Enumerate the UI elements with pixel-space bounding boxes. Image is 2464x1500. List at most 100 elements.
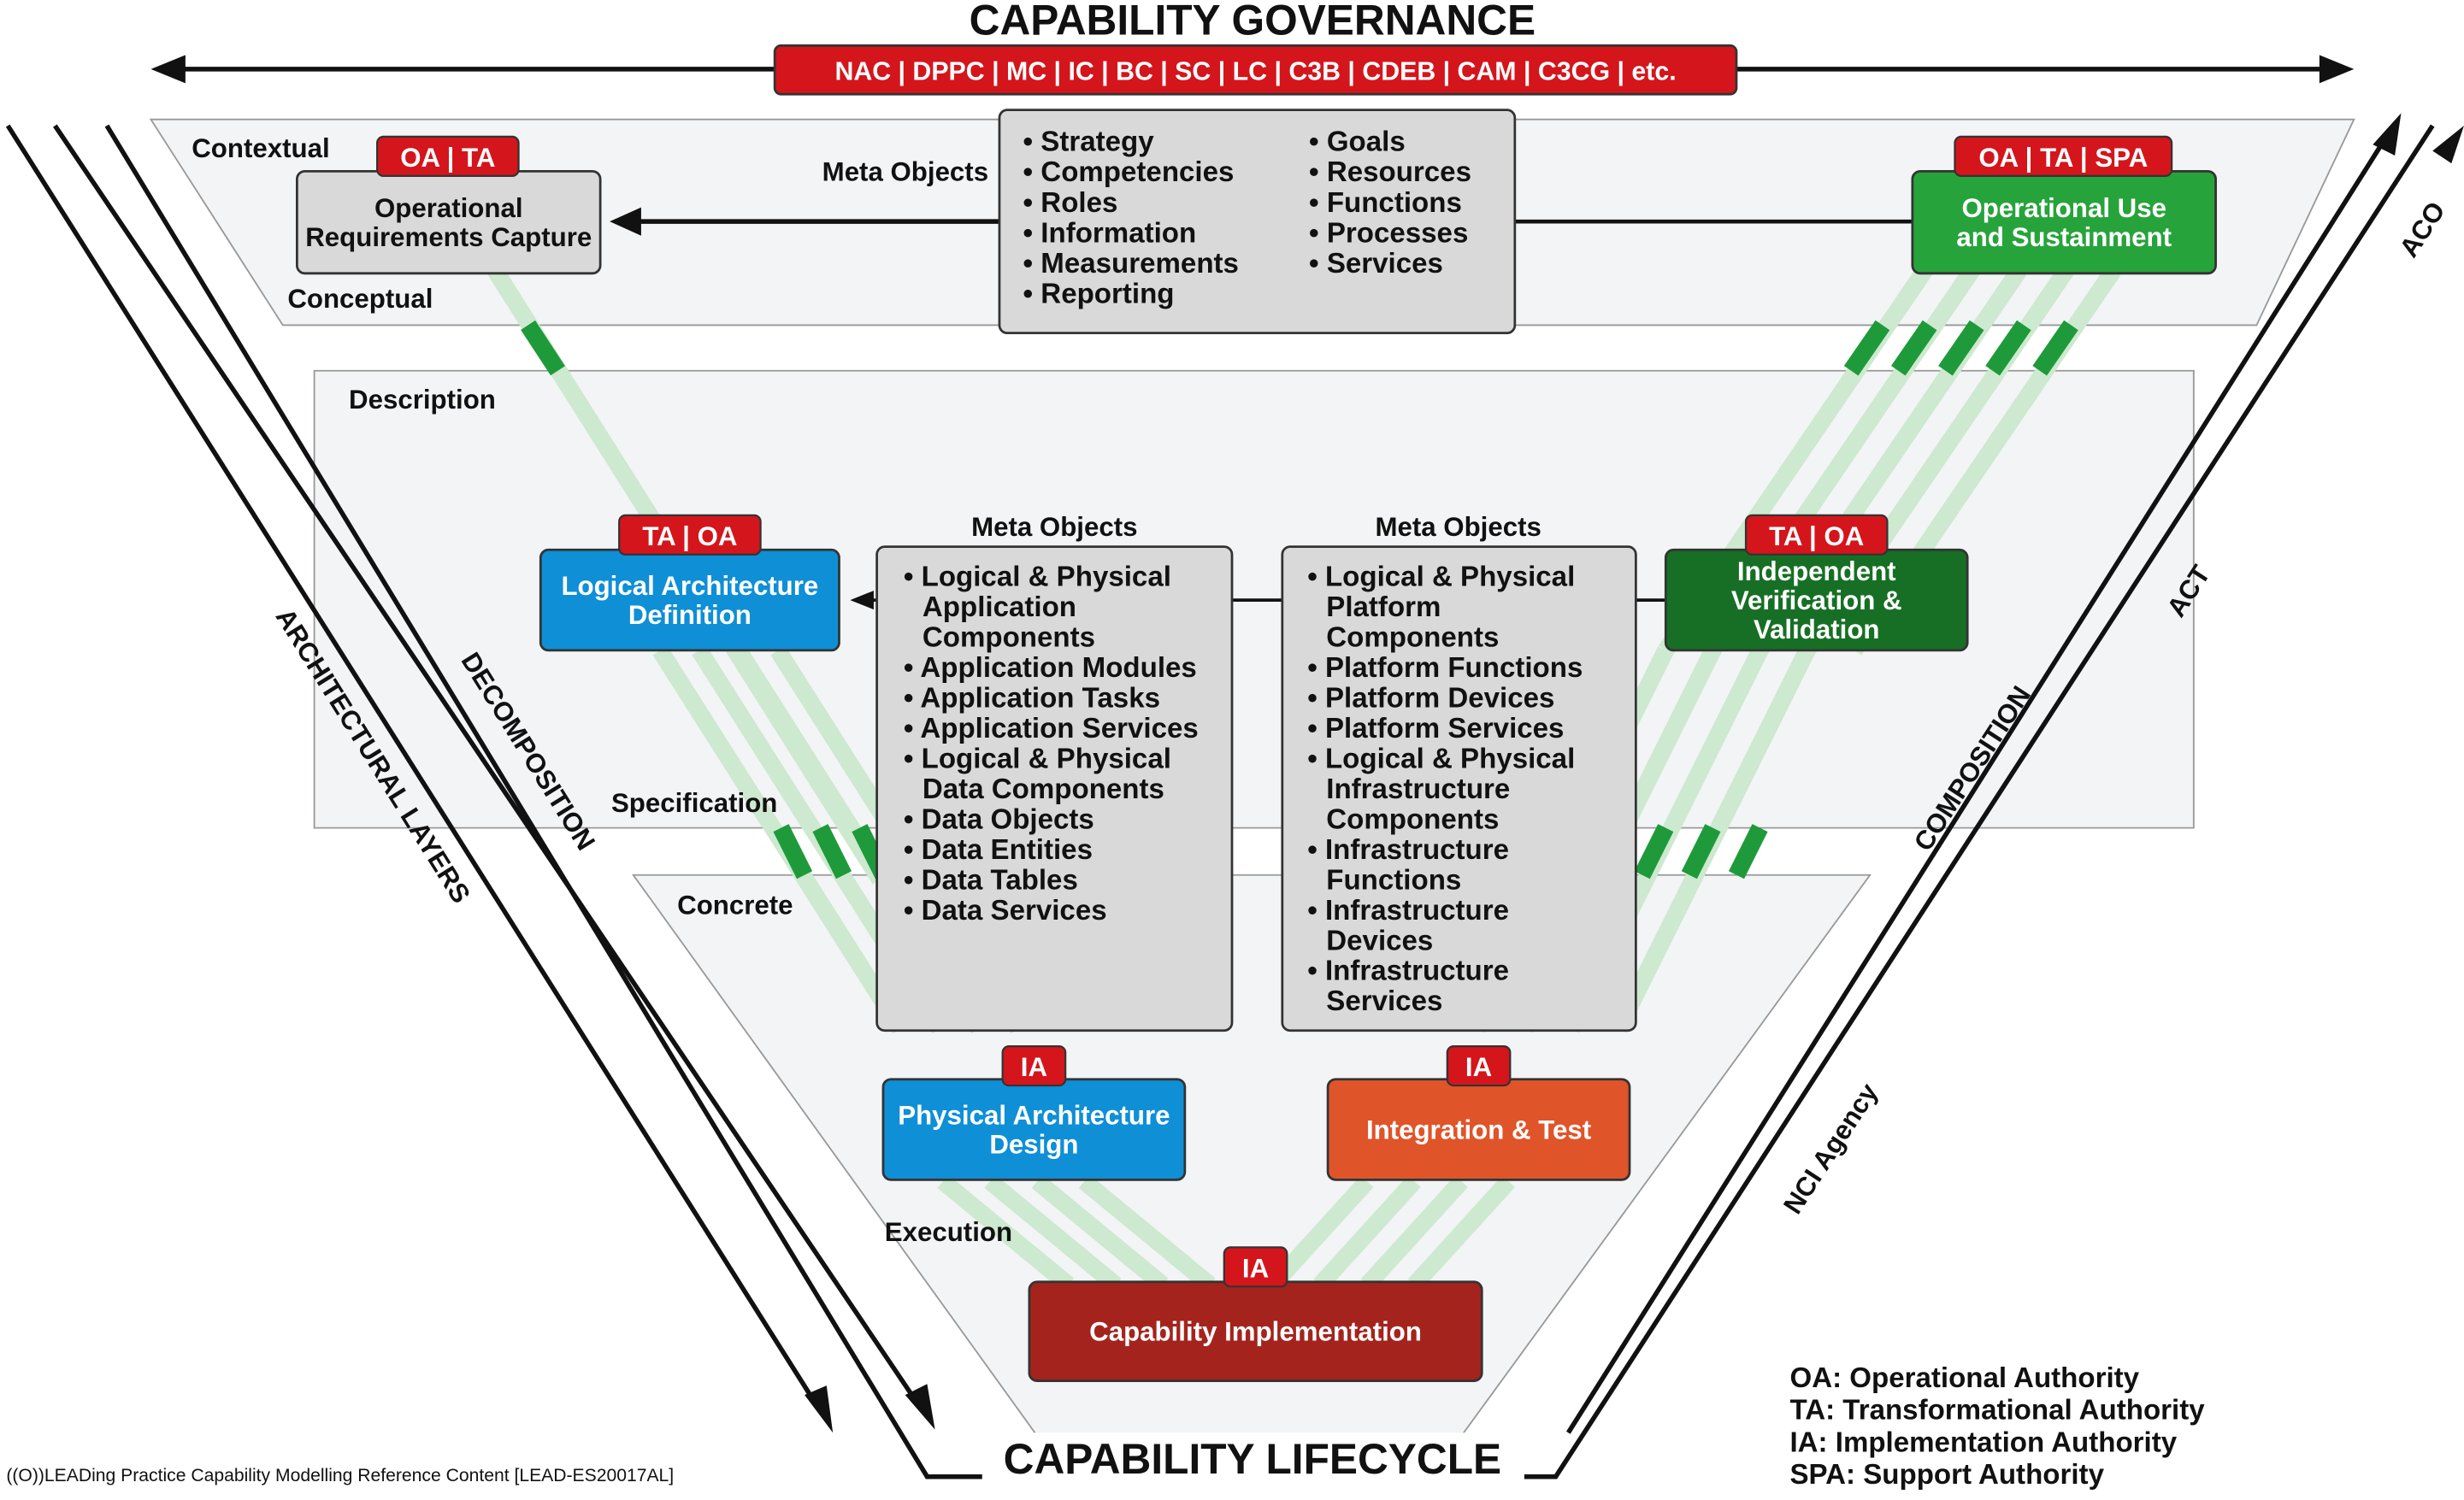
meta-top-col2: • Goals• Resources• Functions• Processes…: [1309, 126, 1471, 279]
meta-top-item: • Reporting: [1023, 279, 1175, 310]
meta-right-item: Infrastructure: [1326, 774, 1510, 805]
authority-badge-text: IA: [1465, 1052, 1492, 1082]
meta-left-item: • Logical & Physical: [904, 743, 1171, 774]
meta-right-item: Components: [1326, 622, 1499, 654]
meta-left-items: • Logical & PhysicalApplicationComponent…: [904, 562, 1199, 926]
legend-item: IA: Implementation Authority: [1789, 1426, 2177, 1458]
meta-right-item: • Platform Devices: [1307, 682, 1554, 714]
logical-architecture-definition-label: Logical Architecture: [561, 571, 818, 601]
layer-concrete: Concrete: [677, 891, 793, 921]
legend-item: TA: Transformational Authority: [1789, 1395, 2205, 1426]
independent-verification-validation-label: Validation: [1754, 615, 1880, 644]
meta-top-item: • Measurements: [1023, 248, 1239, 279]
authority-badge-text: IA: [1021, 1052, 1047, 1082]
meta-right-items: • Logical & PhysicalPlatformComponents• …: [1307, 562, 1583, 1018]
meta-top-item: • Information: [1023, 217, 1197, 249]
meta-top-item: • Services: [1309, 248, 1443, 279]
aco-label: ACO: [2394, 197, 2451, 262]
layer-contextual: Contextual: [192, 133, 329, 163]
meta-right-item: • Platform Functions: [1307, 652, 1583, 684]
governance-title: CAPABILITY GOVERNANCE: [970, 0, 1536, 44]
meta-left-item: • Data Objects: [904, 803, 1094, 835]
footer-text: ((O))LEADing Practice Capability Modelli…: [6, 1466, 674, 1485]
governance-bar: NAC | DPPC | MC | IC | BC | SC | LC | C3…: [773, 44, 1738, 96]
integration-test-label: Integration & Test: [1366, 1115, 1592, 1145]
meta-right-item: • Platform Services: [1307, 713, 1564, 744]
meta-top-item: • Processes: [1309, 217, 1468, 249]
meta-right-item: • Infrastructure: [1307, 834, 1509, 866]
meta-left-item: Components: [923, 622, 1095, 654]
lifecycle-title: CAPABILITY LIFECYCLE: [1004, 1435, 1501, 1483]
meta-left-label: Meta Objects: [971, 512, 1137, 542]
meta-right-item: Functions: [1326, 864, 1461, 896]
meta-right-item: • Infrastructure: [1307, 956, 1509, 987]
independent-verification-validation-label: Verification &: [1731, 585, 1902, 615]
authority-badge-text: IA: [1242, 1253, 1269, 1283]
meta-top-item: • Competencies: [1023, 156, 1235, 188]
meta-top-item: • Functions: [1309, 187, 1462, 219]
layer-execution: Execution: [885, 1217, 1012, 1247]
meta-top-item: • Goals: [1309, 126, 1406, 157]
authority-badge-text: OA | TA | SPA: [1978, 143, 2148, 173]
operational-use-sustainment-label: Operational Use: [1961, 193, 2166, 223]
meta-top-col1: • Strategy• Competencies• Roles• Informa…: [1023, 126, 1239, 309]
connector-top: [610, 207, 1913, 236]
physical-architecture-design-label: Physical Architecture: [898, 1101, 1170, 1131]
operational-use-sustainment-authority-badge: OA | TA | SPA: [1954, 135, 2173, 177]
layer-conceptual: Conceptual: [287, 284, 433, 314]
meta-right-item: Services: [1326, 985, 1442, 1017]
integration-test-box: Integration & Test IA: [1326, 1045, 1631, 1181]
capability-implementation-label: Capability Implementation: [1089, 1317, 1422, 1347]
operational-requirements-capture-label: Requirements Capture: [305, 222, 592, 252]
capability-implementation-box: Capability Implementation IA: [1028, 1246, 1483, 1382]
physical-architecture-design-label: Design: [989, 1130, 1078, 1160]
meta-left-item: • Application Modules: [904, 652, 1197, 684]
architectural-layers-arrow: [5, 124, 834, 1433]
legend-item: SPA: Support Authority: [1789, 1459, 2104, 1491]
meta-top-item: • Roles: [1023, 187, 1118, 219]
meta-top-item: • Strategy: [1023, 126, 1155, 157]
aco-arrow: [2432, 126, 2464, 164]
meta-box-top: [998, 109, 1517, 335]
physical-architecture-design-authority-badge: IA: [1001, 1045, 1067, 1087]
meta-left-item: Application: [923, 591, 1076, 623]
layer-description: Description: [349, 385, 496, 415]
logical-architecture-definition-label: Definition: [628, 600, 752, 630]
layer-specification: Specification: [611, 788, 777, 818]
meta-box-right: [1281, 545, 1637, 1032]
meta-left-item: • Data Entities: [904, 834, 1093, 866]
governance-bar-text: NAC | DPPC | MC | IC | BC | SC | LC | C3…: [834, 58, 1676, 86]
meta-right-item: Components: [1326, 803, 1499, 835]
meta-left-item: • Application Services: [904, 713, 1199, 744]
legend-item: OA: Operational Authority: [1789, 1362, 2139, 1394]
authority-badge-text: TA | OA: [1769, 521, 1864, 551]
capability-implementation-authority-badge: IA: [1223, 1246, 1288, 1288]
meta-right-item: • Logical & Physical: [1307, 743, 1575, 774]
meta-box-left: [875, 545, 1234, 1032]
meta-left-item: • Logical & Physical: [904, 562, 1171, 593]
meta-left-item: • Data Tables: [904, 864, 1078, 896]
meta-right-label: Meta Objects: [1375, 512, 1541, 542]
meta-right-item: • Infrastructure: [1307, 895, 1509, 926]
operational-requirements-capture-authority-badge: OA | TA: [376, 135, 520, 177]
meta-right-item: • Logical & Physical: [1307, 562, 1575, 593]
independent-verification-validation-label: Independent: [1737, 556, 1896, 586]
operational-use-sustainment-label: and Sustainment: [1956, 222, 2172, 252]
logical-architecture-definition-authority-badge: TA | OA: [618, 514, 762, 556]
meta-top-item: • Resources: [1309, 156, 1471, 188]
authority-badge-text: OA | TA: [400, 143, 495, 173]
meta-right-item: Devices: [1326, 925, 1433, 956]
nci-agency-label: NCI Agency: [1777, 1078, 1884, 1220]
meta-left-item: Data Components: [923, 774, 1164, 805]
composition-arrow: [1565, 113, 2402, 1434]
meta-left-item: • Data Services: [904, 895, 1107, 926]
meta-right-item: Platform: [1326, 591, 1441, 623]
meta-left-item: • Application Tasks: [904, 682, 1160, 714]
